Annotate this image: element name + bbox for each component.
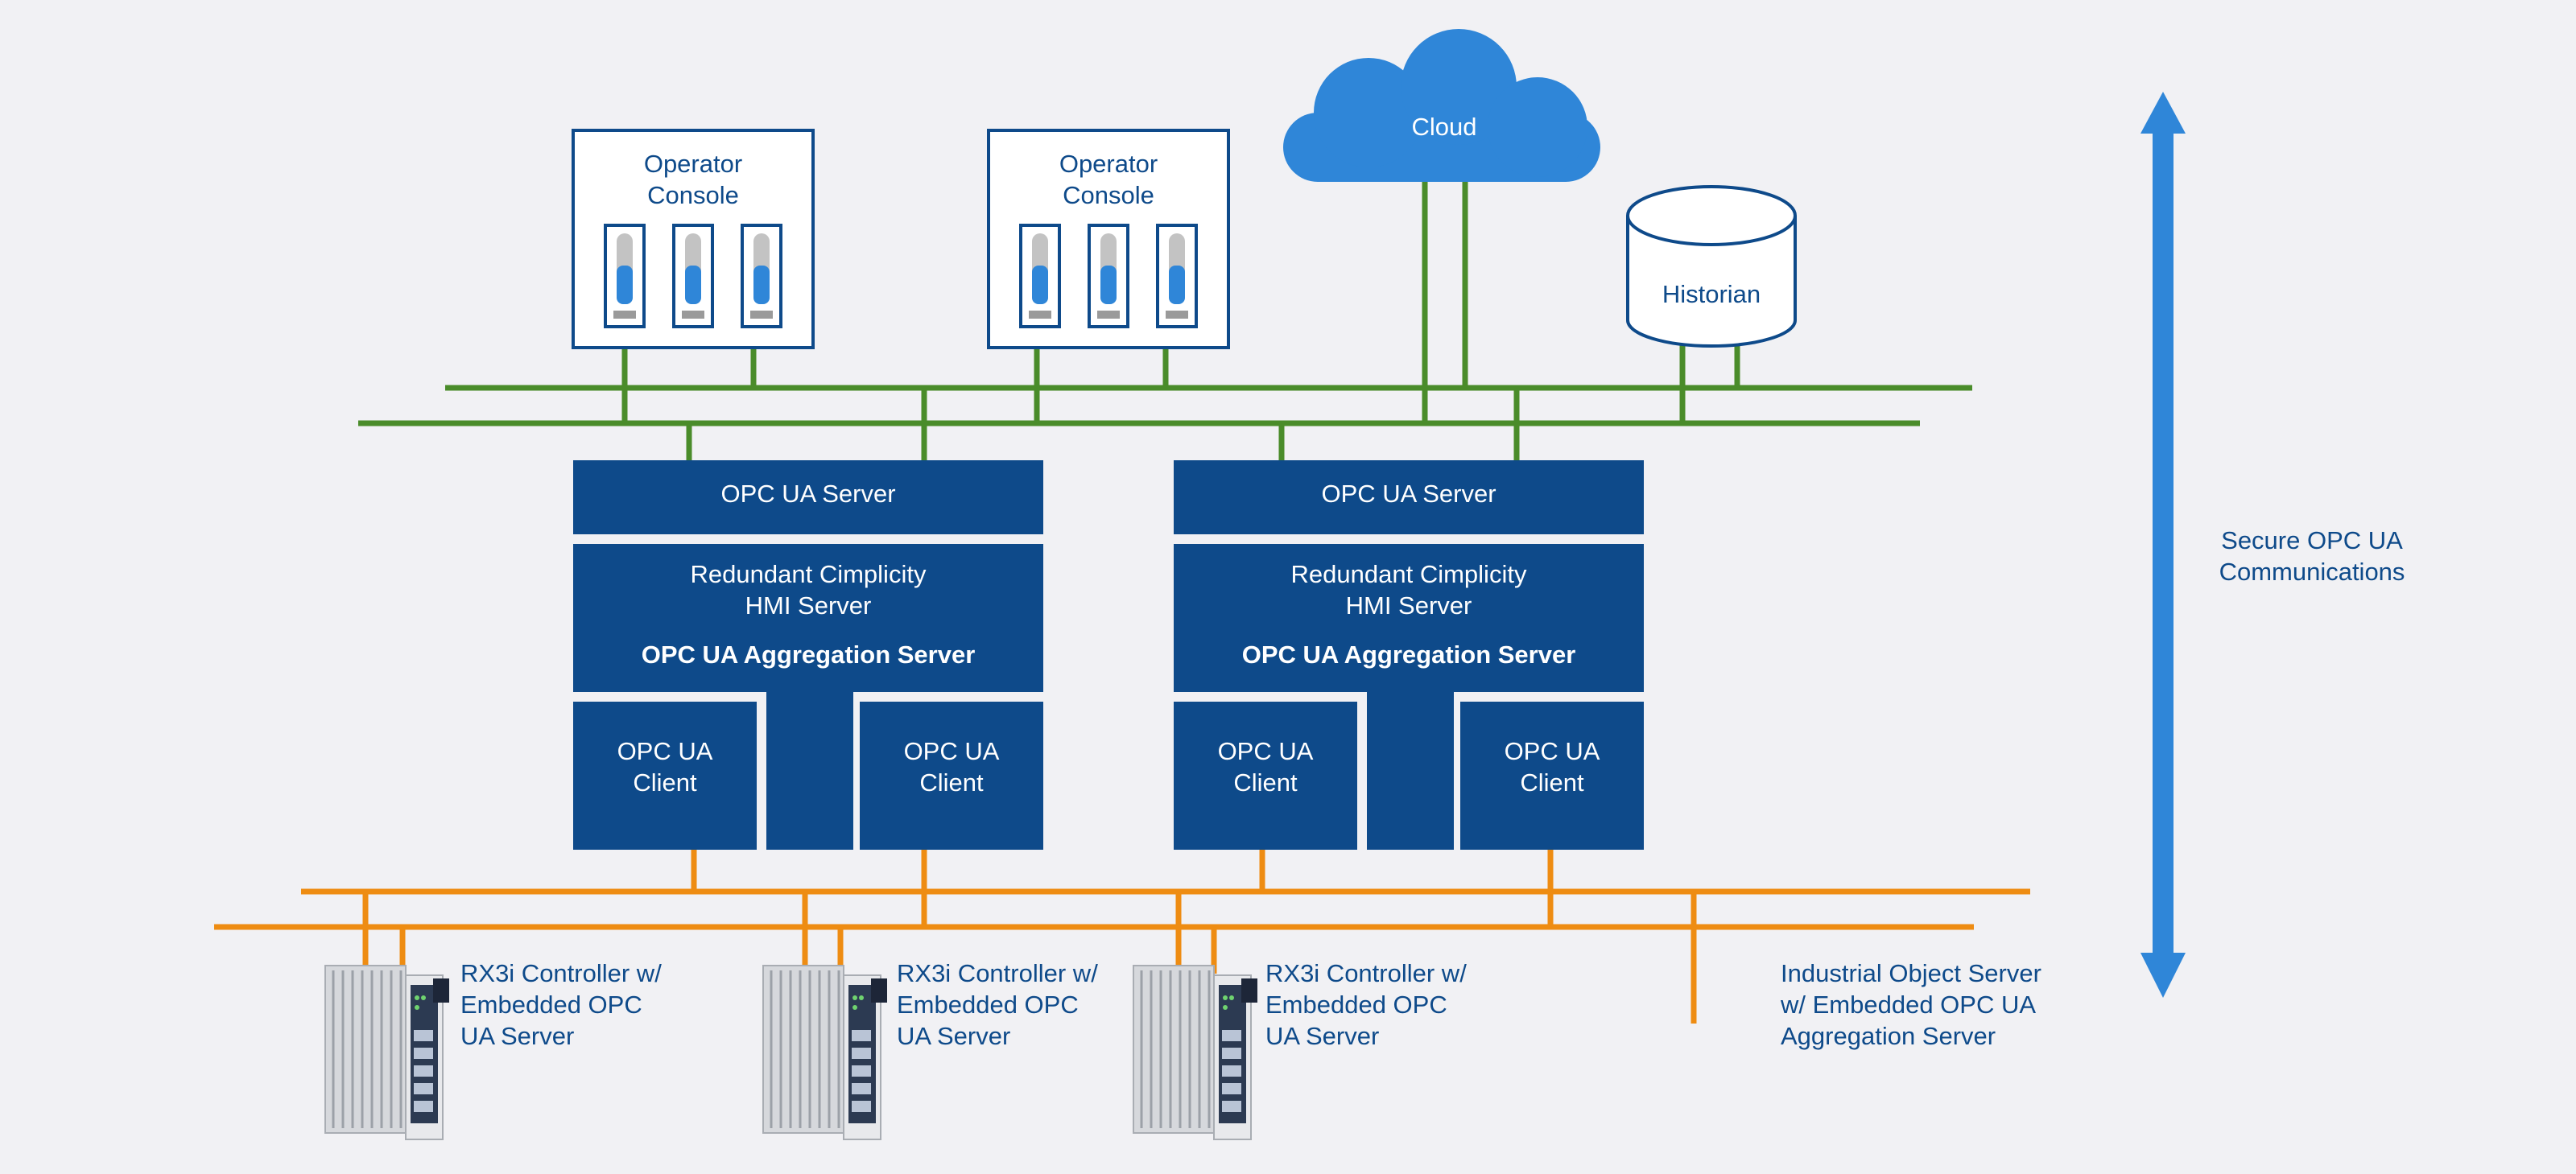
controller-label-line2: Embedded OPC bbox=[1265, 991, 1447, 1019]
controller-label-line3: UA Server bbox=[1265, 1022, 1379, 1050]
controller-label-line1: RX3i Controller w/ bbox=[1265, 959, 1467, 987]
server-block-2: OPC UA Server Redundant Cimplicity HMI S… bbox=[1174, 460, 1644, 850]
gauge-icon bbox=[1019, 224, 1061, 328]
rx3i-controller-2: RX3i Controller w/ Embedded OPC UA Serve… bbox=[762, 959, 1098, 1141]
operator-console-2: Operator Console bbox=[987, 129, 1230, 349]
cloud-icon: Cloud bbox=[1283, 29, 1600, 182]
opc-ua-client-box bbox=[860, 702, 1043, 850]
console-label-line1: Operator bbox=[644, 150, 742, 178]
opc-ua-client-box bbox=[573, 702, 757, 850]
opc-ua-client-box bbox=[1174, 702, 1357, 850]
client-label-line2: Client bbox=[633, 768, 697, 797]
hmi-label-line2: HMI Server bbox=[1346, 591, 1472, 620]
hmi-label-line1: Redundant Cimplicity bbox=[691, 560, 927, 588]
gauge-icon bbox=[741, 224, 782, 328]
controller-label-line3: UA Server bbox=[460, 1022, 574, 1050]
console-label-line2: Console bbox=[647, 181, 739, 209]
aggregation-label: OPC UA Aggregation Server bbox=[642, 641, 976, 669]
controller-label-line2: Embedded OPC bbox=[897, 991, 1079, 1019]
industrial-server-label-line3: Aggregation Server bbox=[1781, 1022, 1996, 1050]
opc-ua-server-box bbox=[1174, 460, 1644, 534]
industrial-server-label-line1: Industrial Object Server bbox=[1781, 959, 2041, 987]
console-label-line1: Operator bbox=[1059, 150, 1158, 178]
historian-database-icon: Historian bbox=[1626, 185, 1797, 348]
gauge-icon bbox=[1088, 224, 1129, 328]
rx3i-controller-3: RX3i Controller w/ Embedded OPC UA Serve… bbox=[1132, 959, 1467, 1141]
secure-communications-arrow-icon bbox=[2140, 92, 2186, 998]
opc-ua-server-label: OPC UA Server bbox=[720, 480, 895, 508]
hmi-server-box bbox=[1174, 544, 1644, 850]
controller-hardware-icon bbox=[324, 964, 451, 1141]
cloud-label: Cloud bbox=[1412, 113, 1477, 141]
hmi-label-line2: HMI Server bbox=[745, 591, 872, 620]
industrial-object-server: Industrial Object Server w/ Embedded OPC… bbox=[1780, 959, 2041, 1050]
hmi-server-box bbox=[573, 544, 1043, 850]
secure-comm-label-line1: Secure OPC UA bbox=[2221, 526, 2403, 554]
hmi-label-line1: Redundant Cimplicity bbox=[1291, 560, 1527, 588]
operator-console-1: Operator Console bbox=[572, 129, 815, 349]
gauge-icon bbox=[672, 224, 714, 328]
industrial-server-label-line2: w/ Embedded OPC UA bbox=[1780, 991, 2036, 1019]
client-label-line1: OPC UA bbox=[904, 737, 1000, 765]
controller-hardware-icon bbox=[762, 964, 889, 1141]
controller-label-line2: Embedded OPC bbox=[460, 991, 642, 1019]
orange-network bbox=[214, 848, 2030, 1024]
gauge-icon bbox=[1156, 224, 1198, 328]
client-label-line2: Client bbox=[1520, 768, 1584, 797]
client-label-line2: Client bbox=[1233, 768, 1298, 797]
controller-label-line1: RX3i Controller w/ bbox=[897, 959, 1098, 987]
green-network bbox=[358, 182, 1972, 460]
server-block-1: OPC UA Server Redundant Cimplicity HMI S… bbox=[573, 460, 1043, 850]
rx3i-controller-1: RX3i Controller w/ Embedded OPC UA Serve… bbox=[324, 959, 662, 1141]
client-label-line1: OPC UA bbox=[1218, 737, 1314, 765]
opc-ua-server-label: OPC UA Server bbox=[1321, 480, 1496, 508]
console-label-line2: Console bbox=[1063, 181, 1154, 209]
client-label-line1: OPC UA bbox=[1505, 737, 1600, 765]
controller-hardware-icon bbox=[1132, 964, 1259, 1141]
client-label-line2: Client bbox=[919, 768, 984, 797]
historian-label: Historian bbox=[1662, 280, 1761, 308]
controller-label-line1: RX3i Controller w/ bbox=[460, 959, 662, 987]
opc-ua-server-box bbox=[573, 460, 1043, 534]
controller-label-line3: UA Server bbox=[897, 1022, 1010, 1050]
aggregation-label: OPC UA Aggregation Server bbox=[1242, 641, 1576, 669]
secure-comm-label-line2: Communications bbox=[2219, 558, 2405, 586]
gauge-icon bbox=[604, 224, 646, 328]
opc-ua-client-box bbox=[1460, 702, 1644, 850]
client-label-line1: OPC UA bbox=[617, 737, 713, 765]
